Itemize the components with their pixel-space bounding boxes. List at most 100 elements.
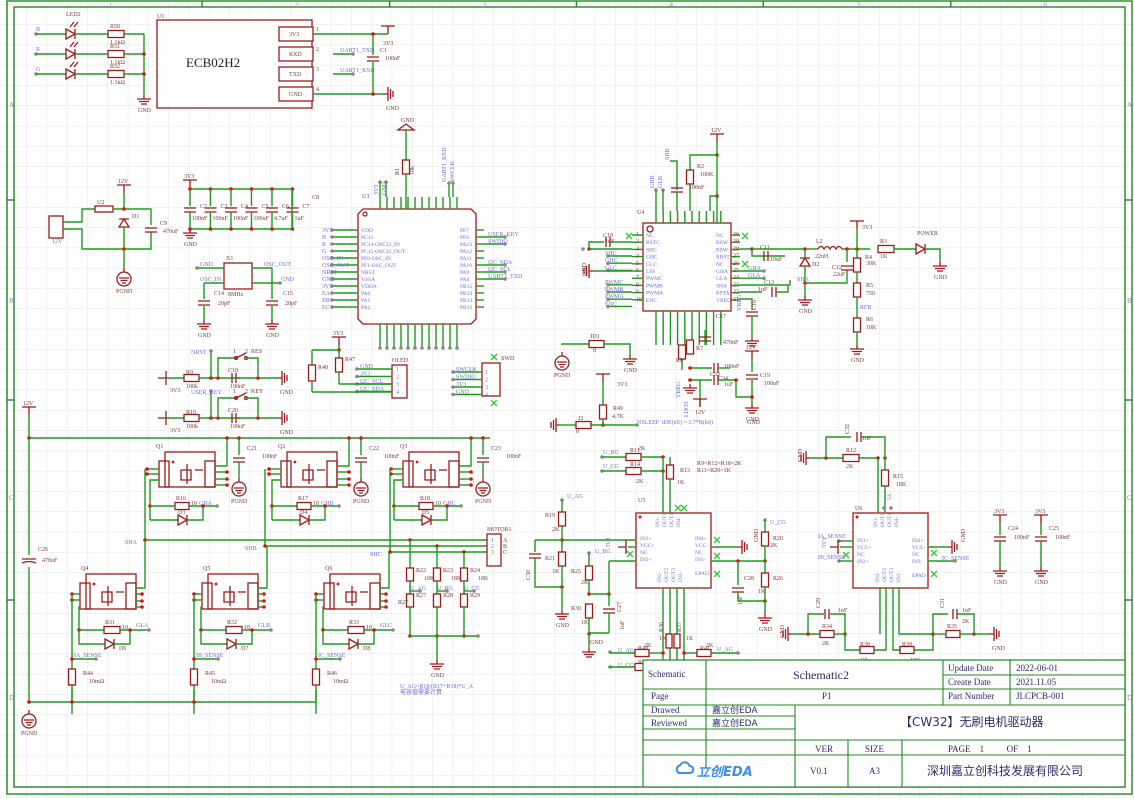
junction [371, 92, 375, 96]
net-port [606, 283, 610, 287]
resistor [432, 567, 442, 582]
mcu-pin-name: VSSA [361, 277, 375, 283]
r1-ref: R1 [395, 168, 401, 175]
resistor [67, 668, 77, 686]
driver-pin-num: 29 [733, 239, 739, 245]
junction [142, 52, 146, 56]
net-port [330, 263, 334, 267]
part-number: JLCPCB-001 [1016, 691, 1065, 701]
r5-ref: R5 [866, 283, 873, 289]
opamp-net: U_BG [603, 450, 619, 456]
resistor [334, 357, 344, 373]
opamp-net: U_AG [567, 494, 584, 500]
resistor [685, 169, 695, 185]
junction [688, 366, 692, 370]
c10-val: 1uF [605, 239, 615, 245]
fuse [94, 205, 114, 213]
wire [776, 285, 789, 293]
power-flag-icon [596, 373, 610, 382]
l2-val: 22uH [815, 254, 829, 260]
c14-ref: C14 [214, 291, 224, 297]
junction [250, 628, 254, 632]
opamp-pin: IN2- [657, 571, 663, 582]
driver-pin-name: GLC [646, 262, 657, 268]
led2-ref: LED2 [66, 12, 81, 18]
crystal [223, 262, 253, 290]
resistor [459, 593, 469, 608]
junction [323, 504, 327, 508]
wire [258, 546, 268, 589]
opamp-pin: NC [912, 552, 920, 558]
capacitor [145, 227, 157, 233]
wire [718, 379, 752, 398]
mcu-pin-net: EA [322, 291, 331, 297]
mosfet-symbol [101, 586, 124, 606]
pwr-label: 3V3 [383, 41, 393, 47]
junction [262, 599, 266, 603]
no-connect-mark [674, 504, 682, 512]
c13-ref: C13 [764, 280, 774, 286]
pgnd-label: PGND [21, 731, 38, 737]
div-res-ref: R27 [416, 593, 426, 599]
net-port [94, 657, 98, 661]
net-port [451, 370, 455, 374]
r20-ref: R20 [773, 536, 783, 542]
sense-res-val: 10mΩ [211, 679, 227, 685]
div-res-ref: R29 [470, 593, 480, 599]
mosfet-ref: Q2 [278, 444, 285, 450]
cap-val: 100nF [262, 454, 278, 460]
cap-ref: C3 [221, 204, 228, 210]
led-net: B [36, 27, 40, 33]
cap-ref: C6 [282, 204, 289, 210]
ground-label: GND [184, 242, 198, 248]
junction [347, 477, 351, 481]
cap-ref: C4 [241, 204, 248, 210]
mcu-pin-name: VDD [361, 228, 373, 234]
driver-pin-num: 2 [636, 239, 639, 245]
driver-left-net: GHC [605, 258, 618, 264]
res-ref: R10 [186, 410, 196, 416]
resistor [584, 603, 594, 619]
wire [830, 613, 846, 634]
swd-pin-num: 4 [485, 393, 488, 399]
cap-ref: C18 [228, 368, 238, 374]
r25-ref: R25 [571, 569, 581, 575]
cap-val: 100nF [230, 424, 246, 430]
r3-val: 1K [880, 254, 888, 260]
junction [145, 467, 149, 471]
junction [347, 436, 351, 440]
div-net: U_AG [410, 586, 427, 592]
power-flag-icon [850, 220, 864, 229]
no-connect-mark [713, 536, 721, 544]
divider-note: U_AG=R18/(R17+R18)*U_A [400, 683, 474, 690]
ground-icon [137, 95, 151, 105]
wire [740, 280, 791, 286]
ground-icon [850, 345, 864, 355]
net-uart1-txd: UART1_TXD [340, 48, 375, 54]
resistor [557, 511, 567, 527]
sense-res-val: 10mΩ [89, 679, 105, 685]
net-port [762, 276, 766, 281]
r6-val: 10K [866, 325, 877, 331]
crystal-net: GND [200, 262, 214, 268]
opamp-pin: OUT1 [880, 513, 886, 527]
page-label: Page [651, 691, 669, 701]
power-led-label: POWER [917, 231, 938, 237]
gate-res-val: 10 [366, 625, 372, 631]
opamp-pin: IN3- [912, 559, 923, 565]
ground-label: GND [431, 673, 445, 679]
ground-label: GND [198, 333, 212, 339]
junction [263, 544, 267, 548]
phase-net: SHA [125, 540, 138, 546]
gate-net: GLC [380, 623, 392, 629]
driver-left-net: PWMB [605, 287, 623, 293]
junction [145, 472, 149, 476]
oled-connector [391, 364, 408, 399]
ground-icon [683, 384, 697, 394]
no-connect-mark [741, 232, 749, 240]
mcu-top-net: GND [382, 181, 388, 195]
mcu-pin-name: PA2 [361, 305, 371, 311]
wire [825, 436, 851, 458]
cap-val: 100nF [254, 216, 270, 222]
j2-val: 0 [576, 429, 579, 435]
